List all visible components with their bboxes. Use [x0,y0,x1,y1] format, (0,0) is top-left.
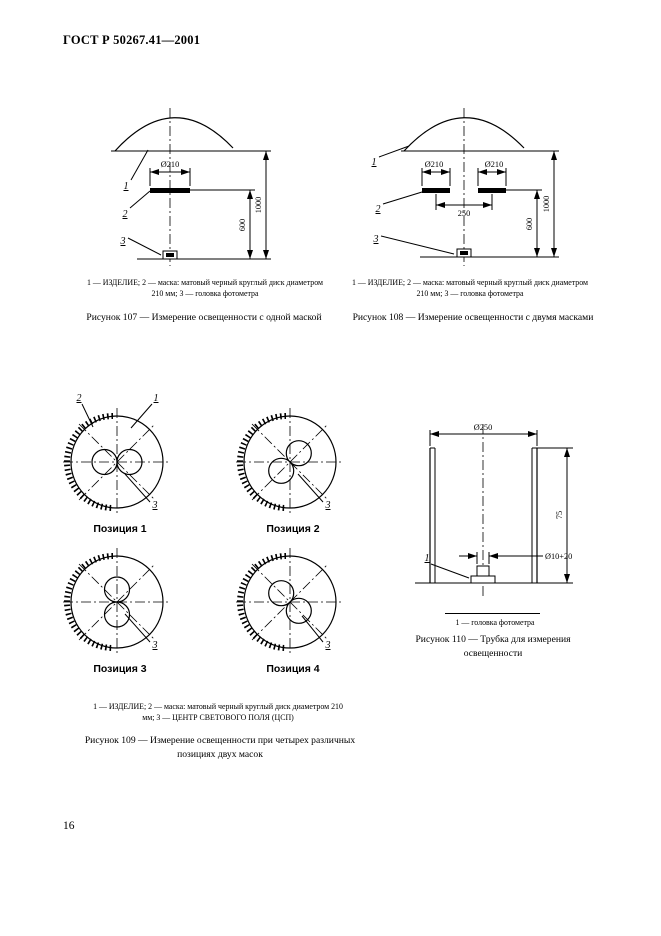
hatched-rim [237,413,287,511]
fig110-drawing: Ø250 75 Ø10+20 1 [415,423,573,598]
fig107-photometer [137,250,241,260]
fig110-photometer-head [415,565,551,584]
callout-3: 3 [325,640,331,651]
fig109-position-4-drawing: 3 [236,548,344,656]
fig107-luminaire-outline [111,117,237,152]
fig108-caption: Рисунок 108 — Измерение освещенности с д… [352,312,594,323]
callout-1: 1 [124,181,129,192]
callout-3: 3 [373,234,379,245]
fig108-drawing: Ø210 Ø210 250 1 2 3 [372,108,559,266]
callout-1: 1 [154,393,159,404]
callout-1: 1 [425,553,430,564]
callout-3: 3 [120,236,126,247]
fig110-dimension-dia250: Ø250 [429,423,538,446]
field-circle [243,555,337,649]
mask-circles [103,576,131,628]
mask-circles [268,580,312,624]
fig108-dimension-600: 600 [506,189,542,257]
fig107-legend: 1 — ИЗДЕЛИЕ; 2 — маска: матовый черный к… [86,278,324,299]
mask-circles [91,448,143,476]
callout-3: 3 [152,500,158,511]
dim-label-dia210-right: Ø210 [485,160,503,169]
field-circle [70,415,164,509]
fig109-caption: Рисунок 109 — Измерение освещенности при… [84,735,356,761]
fig107-drawing: Ø210 1 2 3 600 1000 [111,108,271,266]
hatched-rim [64,413,114,511]
dim-label-dia210: Ø210 [161,160,179,169]
fig110-callouts: 1 [425,553,470,579]
fig108-luminaire-outline [401,117,528,152]
fig109-position-4-label: Позиция 4 [266,663,320,675]
dim-label-1000: 1000 [254,197,263,214]
callouts: 3 [297,473,331,511]
callout-2: 2 [77,393,82,404]
fig107-mask [150,188,190,193]
fig110-caption: Рисунок 110 — Трубка для измерения освещ… [415,634,571,660]
dim-label-250: 250 [458,209,470,218]
hatched-rim [237,553,287,651]
fig110-legend-rule [445,613,540,614]
field-circle [243,415,337,509]
dim-label-dia250: Ø250 [474,423,492,432]
fig110-dimension-dia-small: Ø10+20 [459,552,572,564]
fig108-dimension-1000: 1000 [512,150,559,258]
page-header: ГОСТ Р 50267.41—2001 [63,33,201,47]
fig108-callouts: 1 2 3 [372,145,455,255]
page-number: 16 [63,820,75,832]
field-circle [70,555,164,649]
dim-label-dia10: Ø10+20 [545,552,572,561]
fig107-caption: Рисунок 107 — Измерение освещенности с о… [86,312,322,323]
fig109-position-2-drawing: 3 [236,408,344,516]
fig108-photometer [420,248,512,258]
fig108-dimension-dia-right: Ø210 [477,160,507,186]
callout-2: 2 [123,209,128,220]
fig107-dimension-dia: Ø210 [149,160,191,186]
callouts: 2 1 3 [77,393,159,511]
dim-label-75: 75 [555,511,564,519]
callout-3: 3 [152,640,158,651]
fig109-position-1-drawing: 2 1 3 [63,393,171,516]
fig109-legend: 1 — ИЗДЕЛИЕ; 2 — маска: матовый черный к… [93,702,343,723]
fig109-position-2-label: Позиция 2 [266,523,320,535]
fig110-legend: 1 — головка фотометра [455,618,535,627]
fig108-masks [422,188,506,193]
fig107-dimension-600: 600 [190,189,255,259]
callout-1: 1 [372,157,377,168]
dim-label-dia210-left: Ø210 [425,160,443,169]
callouts: 3 [124,613,158,651]
fig107-dimension-1000: 1000 [237,150,271,260]
dim-label-600: 600 [525,218,534,230]
fig108-dimension-250: 250 [435,194,493,218]
hatched-rim [64,553,114,651]
fig108-legend: 1 — ИЗДЕЛИЕ; 2 — маска: матовый черный к… [351,278,589,299]
callout-3: 3 [325,500,331,511]
fig110-dimension-75: 75 [537,447,573,584]
fig109-position-3-label: Позиция 3 [93,663,147,675]
fig109-position-1-label: Позиция 1 [93,523,147,535]
mask-circles [268,440,312,484]
fig109-position-3-drawing: 3 [63,548,171,656]
dim-label-600: 600 [238,219,247,231]
fig107-callouts: 1 2 3 [120,149,162,256]
callouts: 3 [301,615,331,651]
dim-label-1000: 1000 [542,196,551,213]
fig108-dimension-dia-left: Ø210 [421,160,451,186]
fig110-tube-walls [429,447,538,583]
callout-2: 2 [376,204,381,215]
